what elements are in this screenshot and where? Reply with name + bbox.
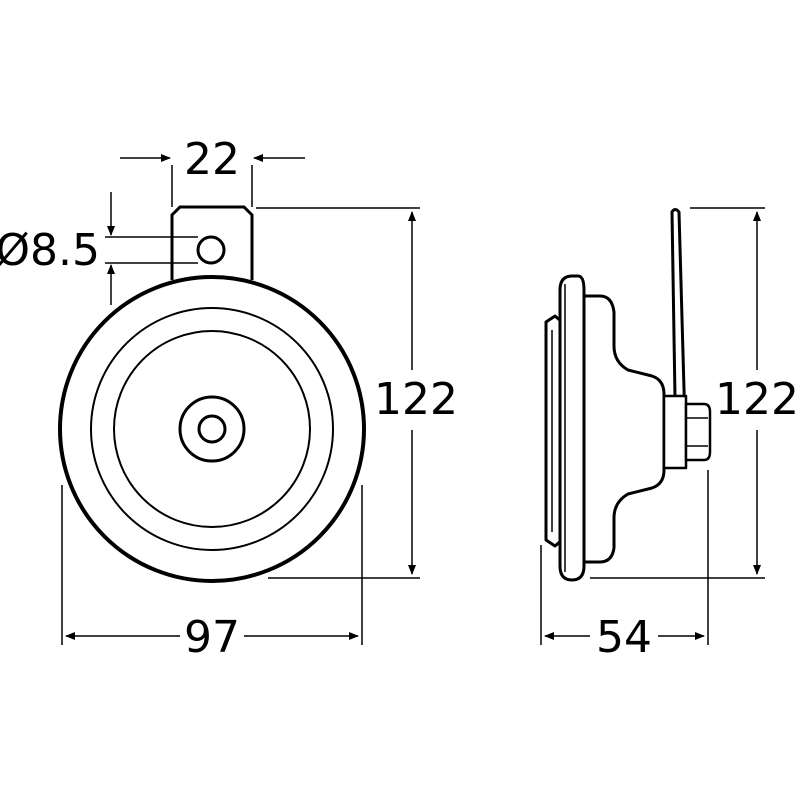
side-height-label: 122 (715, 374, 799, 425)
center-boss (178, 395, 246, 463)
center-hole (197, 414, 227, 444)
front-height-label: 122 (374, 374, 458, 425)
side-rim (558, 274, 586, 582)
inner-ring-2 (113, 330, 311, 528)
side-stud (662, 394, 688, 470)
front-width-label: 97 (184, 612, 240, 663)
outer-rim (58, 275, 366, 583)
mounting-tab (170, 205, 254, 280)
side-depth-label: 54 (596, 612, 652, 663)
dim-hole-diameter (105, 192, 198, 305)
tab-width-label: 22 (184, 134, 240, 185)
side-nut (684, 402, 712, 462)
mounting-hole (196, 235, 226, 265)
dim-tab-width (120, 154, 305, 207)
side-body (582, 294, 666, 564)
dim-side-height (590, 207, 765, 579)
dim-front-height (256, 207, 420, 579)
dim-front-width (61, 485, 363, 645)
inner-ring-1 (90, 307, 334, 551)
dim-side-depth (540, 470, 709, 645)
front-view (58, 205, 366, 583)
side-view (544, 208, 712, 582)
hole-diameter-label: Ø8.5 (0, 225, 100, 276)
